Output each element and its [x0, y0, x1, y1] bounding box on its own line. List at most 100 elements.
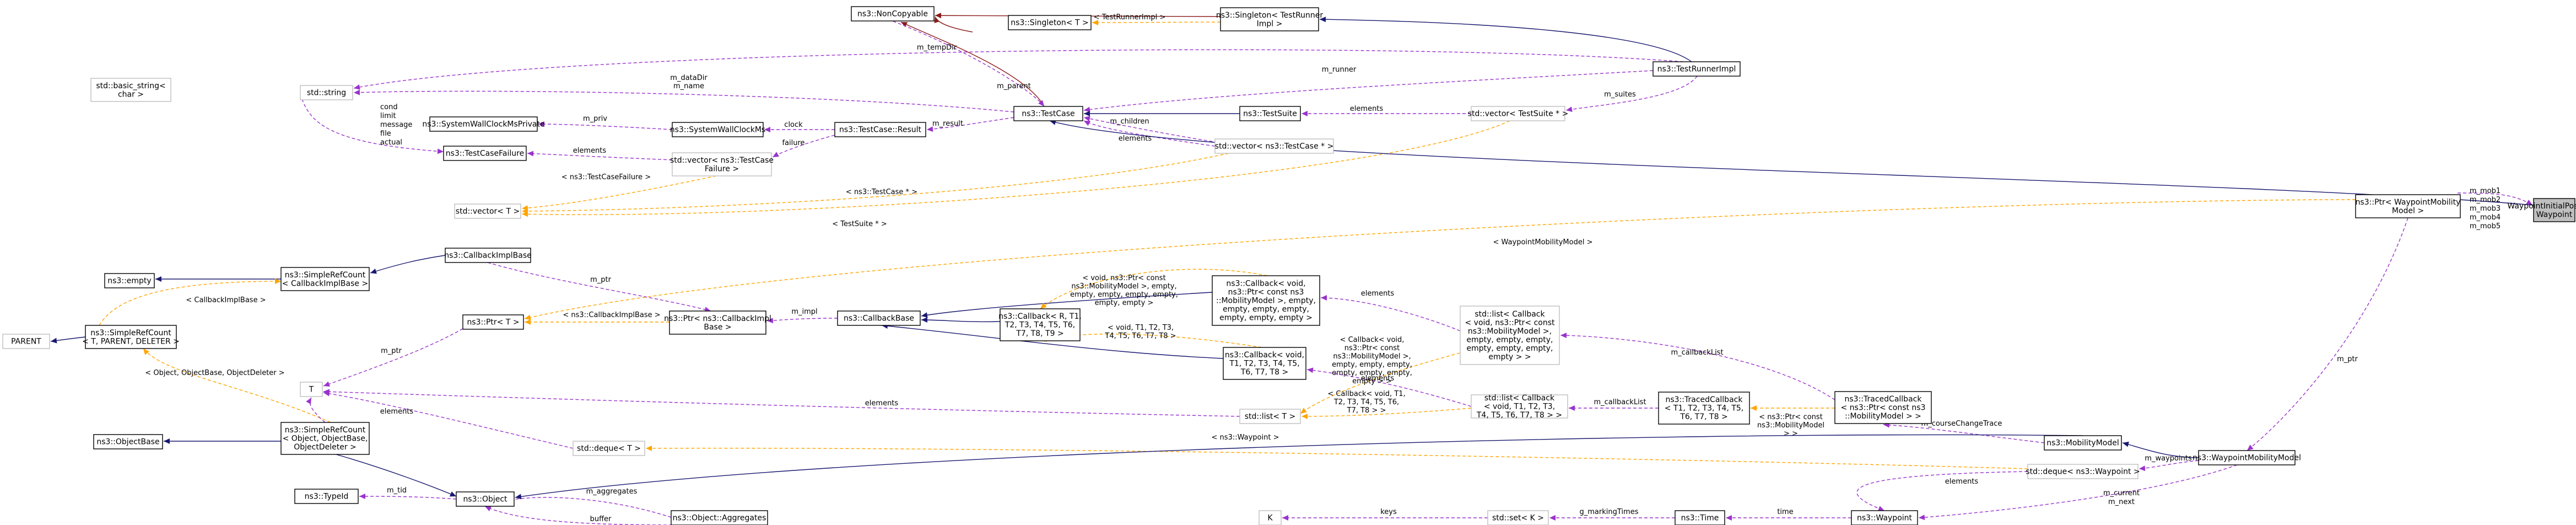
class-node-std_string[interactable]: std::string	[300, 85, 353, 100]
class-node-wallclock_private[interactable]: ns3::SystemWallClockMsPrivate	[422, 116, 545, 132]
class-node-testcasefailure[interactable]: ns3::TestCaseFailure	[443, 146, 527, 161]
node-label: < Object, ObjectBase,	[283, 435, 368, 443]
node-box	[1223, 347, 1306, 380]
class-node-ptr_waypointmm[interactable]: ns3::Ptr< WaypointMobilityModel >	[2355, 194, 2461, 218]
node-box	[837, 310, 921, 326]
class-node-deque_t[interactable]: std::deque< T >	[573, 441, 645, 456]
node-label: std::list< T >	[1245, 413, 1296, 421]
class-node-noncopyable[interactable]: ns3::NonCopyable	[851, 6, 935, 22]
edge-mobility-object	[515, 434, 2083, 500]
edge-label-m-tempdir: m_tempDir	[917, 44, 957, 52]
class-node-wallclock[interactable]: ns3::SystemWallClockMs	[670, 122, 765, 137]
class-node-testsuite[interactable]: ns3::TestSuite	[1239, 106, 1301, 121]
edge-label-tpl-list-t: < Callback< void, T1,T2, T3, T4, T5, T6,…	[1327, 390, 1405, 415]
node-box	[1471, 394, 1568, 419]
class-node-object[interactable]: ns3::Object	[456, 491, 515, 507]
class-node-callbackimplbase[interactable]: ns3::CallbackImplBase	[444, 248, 532, 263]
node-label: ns3::Singleton< TestRunner	[1216, 11, 1324, 20]
edge-suites	[1565, 76, 1698, 113]
class-node-singleton_tri[interactable]: ns3::Singleton< TestRunnerImpl >	[1216, 7, 1324, 31]
class-node-simplerefcount_obj[interactable]: ns3::SimpleRefCount< Object, ObjectBase,…	[280, 422, 370, 455]
class-node-simplerefcount_cb[interactable]: ns3::SimpleRefCount< CallbackImplBase >	[280, 267, 370, 291]
class-node-ptr_cbimpl[interactable]: ns3::Ptr< ns3::CallbackImplBase >	[664, 310, 771, 335]
class-node-waypoint[interactable]: ns3::Waypoint	[1851, 510, 1918, 525]
class-node-simplerefcount_tpd[interactable]: ns3::SimpleRefCount< T, PARENT, DELETER …	[82, 325, 180, 349]
node-label: empty, empty, empty,	[1467, 344, 1553, 353]
edge-label-m-ptr-cb: m_ptr	[590, 276, 612, 284]
class-node-aggregates[interactable]: ns3::Object::Aggregates	[671, 510, 768, 525]
edge-mptr-wmm	[2246, 217, 2408, 451]
class-node-waypointmm[interactable]: ns3::WaypointMobilityModel	[2192, 450, 2301, 465]
class-node-tracedcallback_t[interactable]: ns3::TracedCallback< T1, T2, T3, T4, T5,…	[1658, 392, 1750, 425]
class-node-callbackbase[interactable]: ns3::CallbackBase	[837, 310, 921, 326]
node-label: ns3::SimpleRefCount	[285, 271, 366, 280]
node-label: T2, T3, T4, T5, T6,	[1005, 321, 1075, 330]
node-box	[454, 203, 521, 219]
class-node-time[interactable]: ns3::Time	[1675, 510, 1725, 525]
node-box	[1239, 106, 1301, 121]
class-node-list_callback_t[interactable]: std::list< Callback< void, T1, T2, T3,T4…	[1471, 394, 1568, 420]
edge-cbimplbase-src	[370, 255, 446, 274]
node-label: ::MobilityModel >, empty,	[1216, 297, 1316, 306]
node-box	[2027, 464, 2138, 479]
class-node-basic_string[interactable]: std::basic_string<char >	[90, 78, 171, 102]
node-label: empty > >	[1488, 352, 1531, 361]
class-node-mobilitymodel[interactable]: ns3::MobilityModel	[2044, 435, 2122, 451]
edge-label-elements-list2: elements	[1361, 374, 1395, 383]
node-label: < CallbackImplBase >	[282, 279, 368, 288]
node-label: T6, T7, T8 >	[1679, 413, 1727, 421]
node-label: ns3::Object	[463, 495, 507, 504]
node-label: T1, T2, T3, T4, T5,	[1229, 360, 1299, 368]
node-label: ns3::TracedCallback	[1845, 395, 1922, 404]
class-node-callback_void_t[interactable]: ns3::Callback< void,T1, T2, T3, T4, T5,T…	[1223, 347, 1306, 380]
edge-label-elements-ts: elements	[1350, 105, 1384, 113]
class-node-ptr_t[interactable]: ns3::Ptr< T >	[462, 314, 524, 330]
class-node-testcase[interactable]: ns3::TestCase	[1013, 106, 1083, 121]
edge-elements-fail	[527, 151, 673, 160]
class-node-waypointinit[interactable]: WaypointInitialPositionIsWaypoint	[2507, 198, 2576, 222]
edge-datadir-name	[353, 89, 1014, 113]
class-node-k[interactable]: K	[1259, 510, 1282, 525]
class-node-singleton_t[interactable]: ns3::Singleton< T >	[1008, 15, 1092, 30]
node-label: ns3::Time	[1681, 514, 1719, 523]
class-node-vec_testcase[interactable]: std::vector< ns3::TestCase * >	[1214, 138, 1334, 154]
node-label: ns3::Ptr< T >	[467, 318, 519, 327]
class-node-set_k[interactable]: std::set< K >	[1487, 510, 1549, 525]
edge-label-m-impl: m_impl	[791, 308, 817, 316]
edge-label-m-coursechange: m_courseChangeTrace	[1921, 420, 2002, 428]
class-node-vec_t[interactable]: std::vector< T >	[454, 203, 521, 219]
class-node-t[interactable]: T	[300, 382, 323, 397]
class-node-vec_failure[interactable]: std::vector< ns3::TestCaseFailure >	[670, 152, 774, 176]
node-box	[93, 434, 163, 449]
class-node-tracedcallback_mm[interactable]: ns3::TracedCallback< ns3::Ptr< const ns3…	[1834, 391, 1932, 424]
edge-tid	[359, 494, 457, 500]
node-label: std::deque< ns3::Waypoint >	[2026, 468, 2140, 476]
class-node-deque_waypoint[interactable]: std::deque< ns3::Waypoint >	[2026, 464, 2140, 479]
class-node-empty[interactable]: ns3::empty	[104, 273, 155, 288]
node-label: ns3::Waypoint	[1857, 514, 1913, 523]
node-label: T4, T5, T6, T7, T8 > >	[1476, 411, 1562, 420]
class-node-parent[interactable]: PARENT	[2, 334, 50, 349]
edge-label-actual: actual	[380, 138, 402, 147]
class-node-callback_r[interactable]: ns3::Callback< R, T1,T2, T3, T4, T5, T6,…	[998, 308, 1082, 341]
class-node-list_t[interactable]: std::list< T >	[1239, 409, 1301, 424]
node-box	[1212, 275, 1320, 326]
class-node-testrunnerimpl[interactable]: ns3::TestRunnerImpl	[1652, 61, 1741, 77]
edge-label-failure: failure	[782, 139, 804, 147]
edge-list-elements2	[1306, 367, 1472, 407]
edge-label-m-parent: m_parent	[997, 82, 1031, 90]
edge-label-m-mob1: m_mob1	[2470, 187, 2501, 195]
edge-label-m-result: m_result	[932, 120, 963, 128]
class-node-callback_void_mm[interactable]: ns3::Callback< void,ns3::Ptr< const ns3:…	[1212, 275, 1320, 326]
node-box	[2, 334, 50, 349]
class-node-typeid[interactable]: ns3::TypeId	[294, 489, 359, 504]
class-node-list_callback_mm[interactable]: std::list< Callback< void, ns3::Ptr< con…	[1460, 306, 1560, 365]
class-node-testcaseresult[interactable]: ns3::TestCase::Result	[834, 122, 926, 137]
class-node-vec_testsuite[interactable]: std::vector< TestSuite * >	[1468, 106, 1569, 121]
edge-wmm-mobility	[2122, 441, 2199, 458]
node-label: ns3::Singleton< T >	[1011, 19, 1088, 28]
node-label: ns3::empty	[107, 277, 151, 286]
class-node-objectbase[interactable]: ns3::ObjectBase	[93, 434, 163, 449]
